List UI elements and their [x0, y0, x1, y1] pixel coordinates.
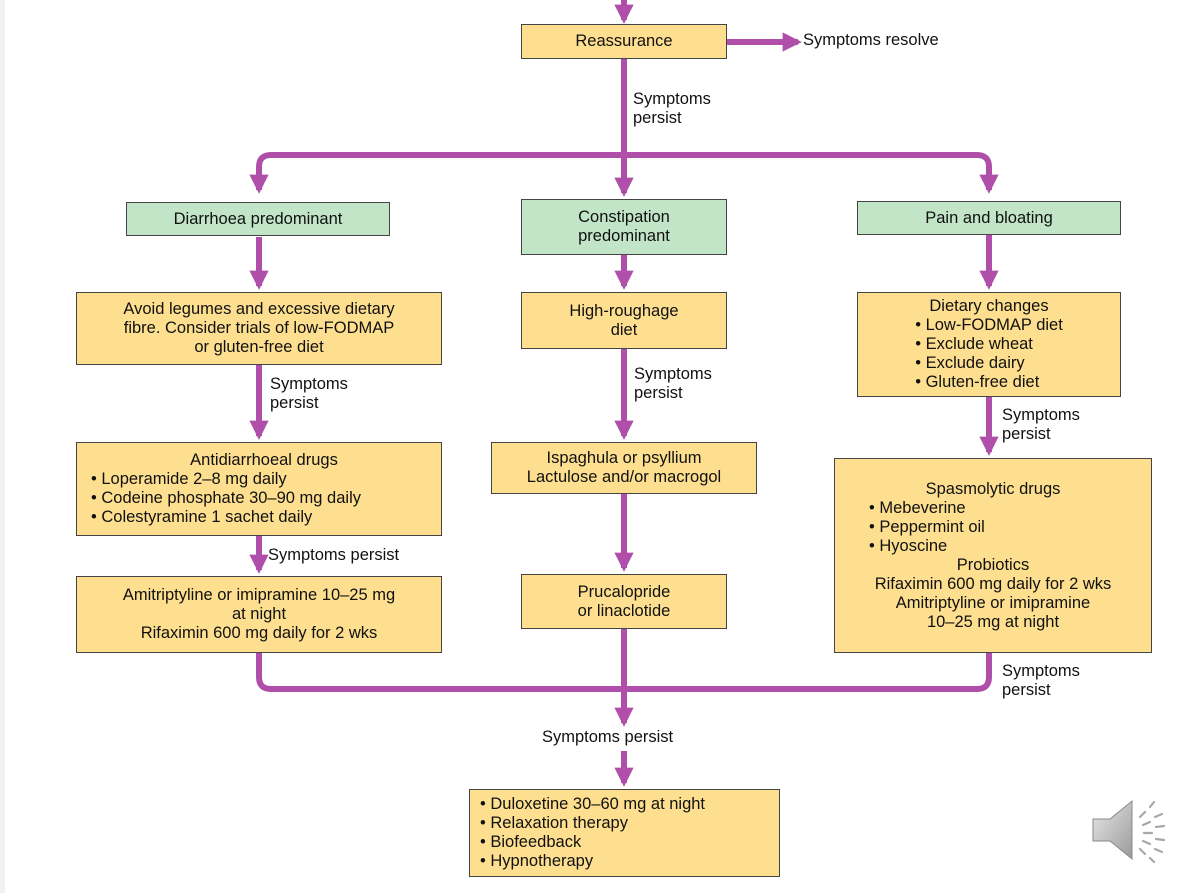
speaker-icon[interactable] — [1090, 795, 1170, 865]
amitriptyline-text-3: Rifaximin 600 mg daily for 2 wks — [140, 624, 378, 642]
constipation-predominant-box: Constipation predominant — [521, 199, 727, 255]
symptoms-persist-label-center: Symptoms persist — [634, 365, 712, 403]
symptoms-persist-label-bottom: Symptoms persist — [542, 728, 673, 747]
slide-left-edge — [0, 0, 5, 893]
persist-word: persist — [634, 384, 683, 402]
reassurance-text: Reassurance — [575, 32, 673, 50]
spasmolytic-drugs-box: Spasmolytic drugs Mebeverine Peppermint … — [834, 458, 1152, 653]
symptoms-persist-text: Symptoms persist — [542, 728, 674, 746]
list-item: Colestyramine 1 sachet daily — [91, 508, 361, 527]
avoid-text-1: Avoid legumes and excessive dietary — [123, 300, 395, 318]
list-item: Biofeedback — [480, 833, 705, 852]
rifaximin-text: Rifaximin 600 mg daily for 2 wks — [874, 574, 1112, 593]
dose-text: 10–25 mg at night — [926, 612, 1060, 631]
spasmolytic-title: Spasmolytic drugs — [925, 479, 1061, 498]
ispaghula-box: Ispaghula or psyllium Lactulose and/or m… — [491, 442, 757, 494]
symptoms-persist-text: Symptoms persist — [268, 546, 400, 564]
roughage-text-2: diet — [610, 320, 638, 339]
constipation-text-2: predominant — [578, 227, 670, 245]
symptoms-resolve-text: Symptoms resolve — [803, 31, 939, 49]
avoid-text-3: or gluten-free diet — [194, 338, 324, 356]
symptoms-word: Symptoms — [1002, 406, 1080, 424]
prucalopride-text-2: or linaclotide — [577, 601, 671, 620]
probiotics-text: Probiotics — [956, 555, 1030, 574]
amitriptyline-text-1: Amitriptyline or imipramine 10–25 mg — [122, 586, 396, 604]
list-item: Exclude dairy — [915, 354, 1063, 373]
avoid-text-2: fibre. Consider trials of low-FODMAP — [123, 319, 395, 337]
persist-word: persist — [1002, 425, 1051, 443]
list-item: Hyoscine — [869, 537, 985, 556]
persist-word: persist — [1002, 681, 1051, 699]
persist-word: persist — [633, 109, 682, 127]
list-item: Relaxation therapy — [480, 814, 705, 833]
list-item: Mebeverine — [869, 499, 985, 518]
symptoms-resolve-label: Symptoms resolve — [803, 31, 939, 50]
final-list: Duloxetine 30–60 mg at night Relaxation … — [480, 795, 705, 871]
ispaghula-text-1: Ispaghula or psyllium — [546, 449, 702, 467]
persist-word: persist — [270, 394, 319, 412]
symptoms-persist-label-right-2: Symptoms persist — [1002, 662, 1080, 700]
pain-bloating-box: Pain and bloating — [857, 201, 1121, 235]
amitriptyline-text-2: at night — [231, 605, 287, 623]
list-item: Exclude wheat — [915, 335, 1063, 354]
spasmolytic-list: Mebeverine Peppermint oil Hyoscine — [869, 499, 985, 556]
antidiarrhoeal-list: Loperamide 2–8 mg daily Codeine phosphat… — [91, 470, 361, 527]
symptoms-persist-label-left-1: Symptoms persist — [270, 375, 348, 413]
symptoms-persist-label-left-2: Symptoms persist — [268, 546, 399, 565]
pain-text: Pain and bloating — [925, 208, 1053, 227]
list-item: Loperamide 2–8 mg daily — [91, 470, 361, 489]
dietary-changes-box: Dietary changes Low-FODMAP diet Exclude … — [857, 292, 1121, 397]
constipation-text-1: Constipation — [578, 208, 670, 226]
ispaghula-text-2: Lactulose and/or macrogol — [526, 468, 722, 486]
symptoms-word: Symptoms — [633, 90, 711, 108]
reassurance-box: Reassurance — [521, 24, 727, 59]
avoid-legumes-box: Avoid legumes and excessive dietary fibr… — [76, 292, 442, 365]
antidiarrhoeal-title: Antidiarrhoeal drugs — [190, 451, 338, 469]
list-item: Peppermint oil — [869, 518, 984, 537]
list-item: Gluten-free diet — [915, 373, 1063, 392]
amitriptyline-text: Amitriptyline or imipramine — [895, 593, 1091, 612]
symptoms-word: Symptoms — [634, 365, 712, 383]
list-item: Codeine phosphate 30–90 mg daily — [91, 489, 361, 508]
list-item: Hypnotherapy — [480, 852, 705, 871]
diarrhoea-text: Diarrhoea predominant — [173, 209, 343, 228]
list-item: Duloxetine 30–60 mg at night — [480, 795, 705, 814]
roughage-text-1: High-roughage — [569, 301, 679, 320]
amitriptyline-box: Amitriptyline or imipramine 10–25 mg at … — [76, 576, 442, 653]
symptoms-persist-label-right-1: Symptoms persist — [1002, 406, 1080, 444]
antidiarrhoeal-drugs-box: Antidiarrhoeal drugs Loperamide 2–8 mg d… — [76, 442, 442, 536]
list-item: Low-FODMAP diet — [915, 316, 1063, 335]
prucalopride-box: Prucalopride or linaclotide — [521, 574, 727, 629]
symptoms-word: Symptoms — [270, 375, 348, 393]
symptoms-persist-label-top: Symptoms persist — [633, 90, 711, 128]
high-roughage-box: High-roughage diet — [521, 292, 727, 349]
dietary-list: Low-FODMAP diet Exclude wheat Exclude da… — [915, 316, 1063, 392]
prucalopride-text-1: Prucalopride — [577, 582, 671, 601]
dietary-title: Dietary changes — [929, 297, 1049, 315]
symptoms-word: Symptoms — [1002, 662, 1080, 680]
final-therapy-box: Duloxetine 30–60 mg at night Relaxation … — [469, 789, 780, 877]
diarrhoea-predominant-box: Diarrhoea predominant — [126, 202, 390, 236]
